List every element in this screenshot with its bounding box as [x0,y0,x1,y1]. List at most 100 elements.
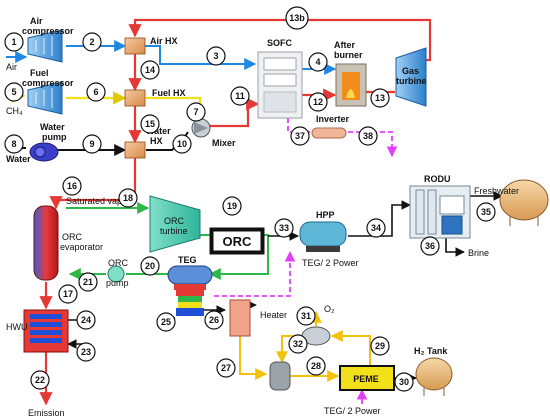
label-orc-turbine-2: turbine [160,226,188,236]
stream-22-marker: 22 [30,370,50,390]
label-after-burner-1: After [334,40,355,50]
stream-29-marker: 29 [370,336,390,356]
hpp-pump [299,221,347,252]
stream-20-marker: 20 [140,256,160,276]
stream-18-marker: 18 [118,188,138,208]
stream-28-marker: 28 [306,356,326,376]
label-emission: Emission [28,408,65,418]
label-freshwater: Freshwater [474,186,519,196]
label-orc-evaporator-2: evaporator [60,242,103,252]
label-fuel-hx: Fuel HX [152,88,186,98]
sofc-unit [257,51,303,119]
stream-18-label: 18 [123,193,133,203]
label-mixer: Mixer [212,138,236,148]
stream-7-marker: 7 [186,102,206,122]
stream-30-marker: 30 [394,372,414,392]
stream-15-marker: 15 [140,114,160,134]
stream-34-marker: 34 [366,218,386,238]
stream-38-label: 38 [363,131,373,141]
hwu-unit [23,309,69,353]
orc-box [209,227,265,255]
label-brine: Brine [468,248,489,258]
inverter [311,127,347,139]
fuel-hx [124,89,146,107]
stream-7-label: 7 [193,107,198,117]
label-gas-turbine-1: Gas [402,66,419,76]
stream-13b-line [128,18,432,62]
label-teg: TEG [178,255,197,265]
stream-3-label: 3 [213,51,218,61]
stream-34-line [348,200,411,237]
stream-36-label: 36 [425,241,435,251]
stream-13b-marker: 13b [285,6,309,30]
stream-5-label: 5 [11,87,16,97]
label-orc-pump-1: ORC [108,258,129,268]
stream-6-marker: 6 [86,82,106,102]
stream-14-marker: 14 [140,60,160,80]
freshwater-tank [499,179,549,226]
stream-1-marker: 1 [4,32,24,52]
rodu-unit [409,185,471,239]
stream-25-marker: 25 [156,312,176,332]
stream-13-label: 13 [375,93,385,103]
stream-19-marker: 19 [222,196,242,216]
label-water-pump-2: pump [42,132,67,142]
label-hwu: HWU [6,322,28,332]
stream-24-label: 24 [81,315,91,325]
stream-33-marker: 33 [274,218,294,238]
stream-37-marker: 37 [290,126,310,146]
stream-32-marker: 32 [288,334,308,354]
stream-28-label: 28 [311,361,321,371]
label-teg-power-1: TEG/ 2 Power [302,258,359,268]
teg-unit [167,265,213,316]
stream-17-marker: 17 [58,284,78,304]
fuel-compressor [27,81,63,115]
label-ch4: CH₄ [6,106,23,116]
stream-30-label: 30 [399,377,409,387]
stream-5-marker: 5 [4,82,24,102]
stream-12-label: 12 [313,97,323,107]
stream-37-label: 37 [295,131,305,141]
stream-8-marker: 8 [4,134,24,154]
stream-16-label: 16 [67,181,77,191]
label-inverter: Inverter [316,114,350,124]
stream-27-label: 27 [221,363,231,373]
label-peme: PEME [353,374,379,384]
stream-21-label: 21 [83,277,93,287]
stream-13b-label: 13b [289,13,305,23]
after-burner [335,63,367,107]
stream-15-label: 15 [145,119,155,129]
label-gas-turbine-2: turbine [396,76,427,86]
stream-10-label: 10 [177,139,187,149]
air-hx [124,37,146,55]
stream-31-marker: 31 [296,306,316,326]
stream-33-label: 33 [279,223,289,233]
stream-36-marker: 36 [420,236,440,256]
stream-25-label: 25 [161,317,171,327]
stream-14-label: 14 [145,65,155,75]
orc-evaporator [33,205,59,281]
stream-35-label: 35 [481,207,491,217]
stream-9-marker: 9 [82,134,102,154]
label-fuel-compressor-2: compressor [22,78,74,88]
label-air: Air [6,62,17,72]
water-hx [124,141,146,159]
stream-4-marker: 4 [308,52,328,72]
stream-27-marker: 27 [216,358,236,378]
label-air-compressor-1: Air [30,16,43,26]
label-water-hx-1: Water [146,126,171,136]
label-rodu: RODU [424,174,451,184]
stream-9-label: 9 [89,139,94,149]
label-hpp: HPP [316,210,335,220]
stream-16-marker: 16 [62,176,82,196]
orc-turbine [149,195,201,253]
stream-24-marker: 24 [76,310,96,330]
stream-19-label: 19 [227,201,237,211]
air-compressor [27,29,63,63]
label-water-pump-1: Water [40,122,65,132]
stream-16-line [49,158,137,210]
label-saturated-vapor: Saturated vapor [66,196,130,206]
stream-6-label: 6 [93,87,98,97]
orc-pump [107,265,125,283]
